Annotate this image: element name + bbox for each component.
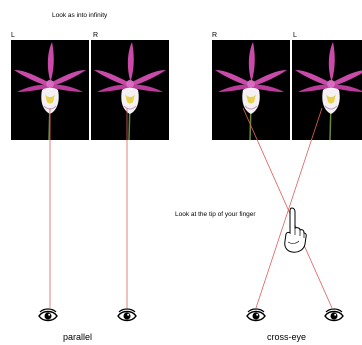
eye-icon — [39, 309, 57, 321]
top-instruction: Look as into infinity — [52, 12, 108, 19]
finger-instruction: Look at the tip of your finger — [175, 211, 256, 218]
label-r-left: R — [93, 32, 98, 39]
crosseye-panel: R L Look at the tip of your finger cross… — [175, 32, 362, 342]
parallel-label: parallel — [63, 332, 92, 342]
label-l-right: L — [293, 32, 297, 39]
pointing-finger-icon — [285, 208, 307, 252]
parallel-panel: L R parallel — [11, 32, 169, 342]
crosseye-label: cross-eye — [267, 332, 306, 342]
orchid-photo-left-r — [91, 40, 169, 140]
label-l-left: L — [11, 32, 15, 39]
eye-icon — [118, 309, 136, 321]
orchid-photo-right-l — [292, 40, 362, 140]
eye-icon — [247, 309, 265, 321]
eye-icon — [325, 309, 343, 321]
label-r-right: R — [212, 32, 217, 39]
